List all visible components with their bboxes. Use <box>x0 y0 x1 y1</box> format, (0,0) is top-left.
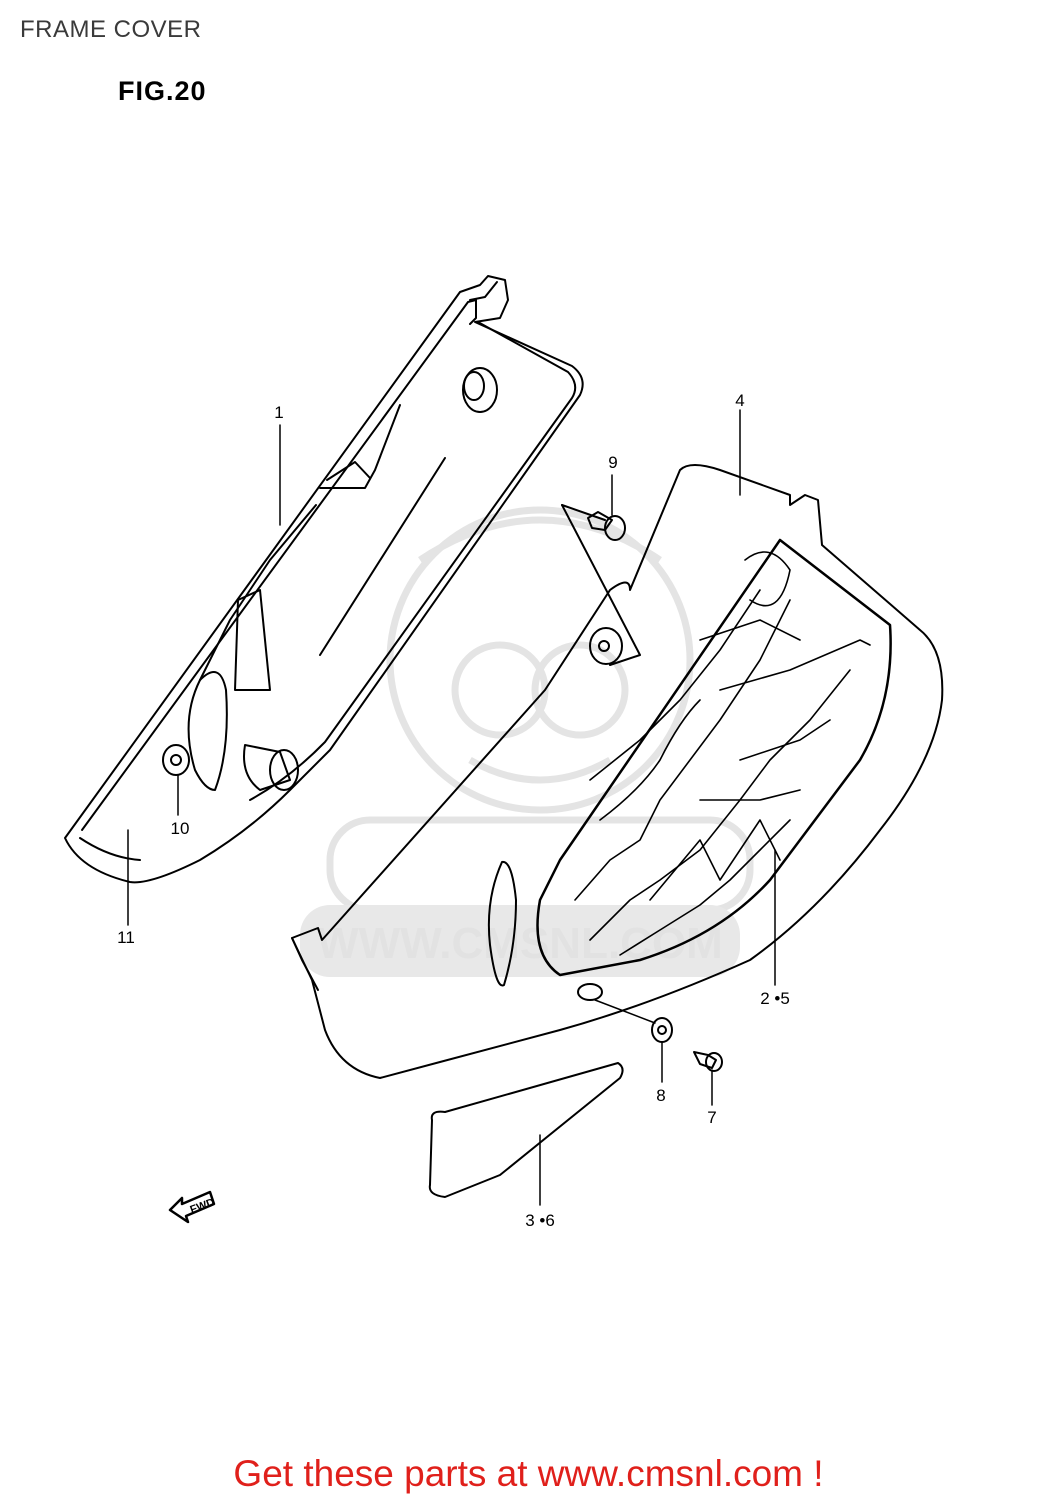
leader-lines <box>127 409 776 1206</box>
frame-cover-left <box>64 275 584 884</box>
number-plate-cover <box>291 464 944 1079</box>
watermark: WWW.CMSNL.COM <box>300 506 754 977</box>
callout-9: 9 <box>608 453 617 472</box>
lower-panel <box>428 1062 624 1198</box>
callout-8: 8 <box>656 1086 665 1105</box>
footer-parts-link[interactable]: Get these parts at www.cmsnl.com ! <box>233 1453 824 1494</box>
callout-1: 1 <box>274 403 283 422</box>
callout-3-6: 3 •6 <box>525 1211 555 1230</box>
figure-number: FIG.20 <box>118 76 207 106</box>
fwd-arrow-icon <box>168 1190 216 1224</box>
watermark-text: WWW.CMSNL.COM <box>317 919 723 968</box>
callout-7: 7 <box>707 1108 716 1127</box>
callout-2-5: 2 •5 <box>760 989 790 1008</box>
callout-11: 11 <box>117 928 135 947</box>
bolt-9 <box>561 504 641 666</box>
bolt-7 <box>693 1051 723 1072</box>
decal-graphic-icon <box>574 551 871 956</box>
page-title: FRAME COVER <box>20 16 202 43</box>
watermark-logo-icon <box>326 506 754 914</box>
callout-10: 10 <box>171 819 190 838</box>
washer-8 <box>651 1017 673 1043</box>
callout-4: 4 <box>735 391 744 410</box>
